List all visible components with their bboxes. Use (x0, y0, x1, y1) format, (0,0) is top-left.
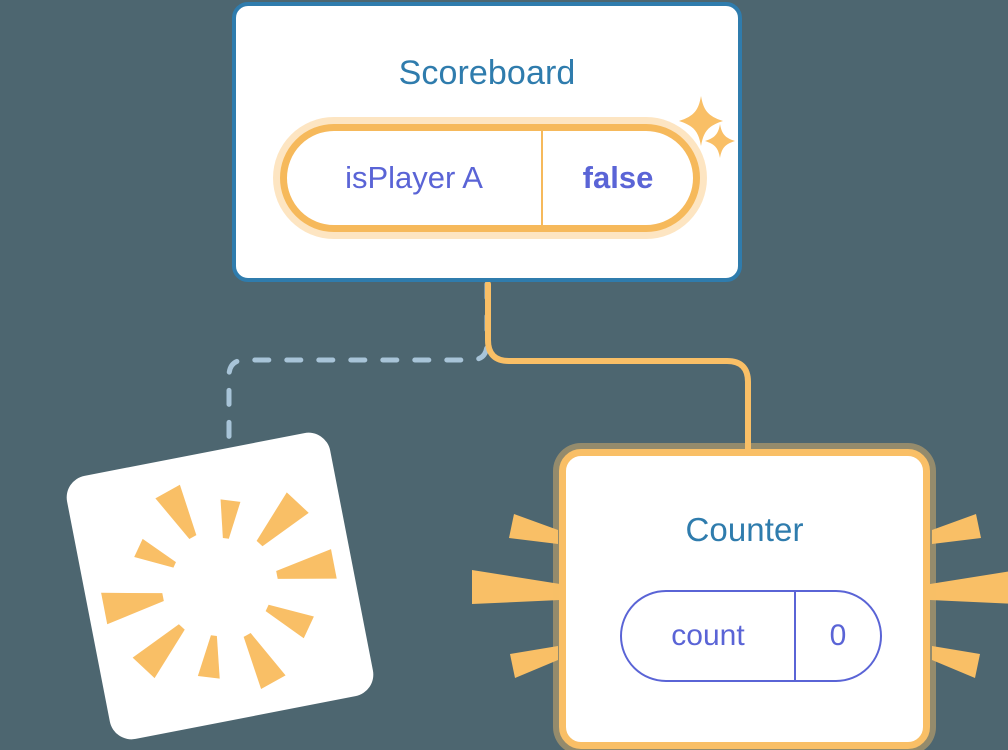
scoreboard-state-key: isPlayer A (287, 131, 543, 225)
scoreboard-state-pill[interactable]: isPlayer A false (280, 124, 700, 232)
sparkle-small-icon (705, 124, 735, 158)
counter-rays-right-icon (930, 514, 1008, 678)
counter-card[interactable]: Counter count 0 (559, 449, 930, 749)
burst-card[interactable] (62, 428, 378, 744)
scoreboard-card[interactable]: Scoreboard isPlayer A false (232, 2, 742, 282)
burst-rays-icon (101, 484, 337, 689)
counter-state-pill[interactable]: count 0 (620, 590, 882, 682)
counter-rays-left-icon (472, 514, 560, 678)
counter-title: Counter (685, 511, 804, 548)
counter-state-key: count (622, 592, 796, 680)
counter-state-value: 0 (829, 619, 847, 652)
scoreboard-title: Scoreboard (398, 54, 576, 92)
sparkle-large-icon (679, 96, 723, 146)
scoreboard-state-value: false (582, 160, 654, 195)
connector-scoreboard-to-counter (485, 281, 751, 473)
